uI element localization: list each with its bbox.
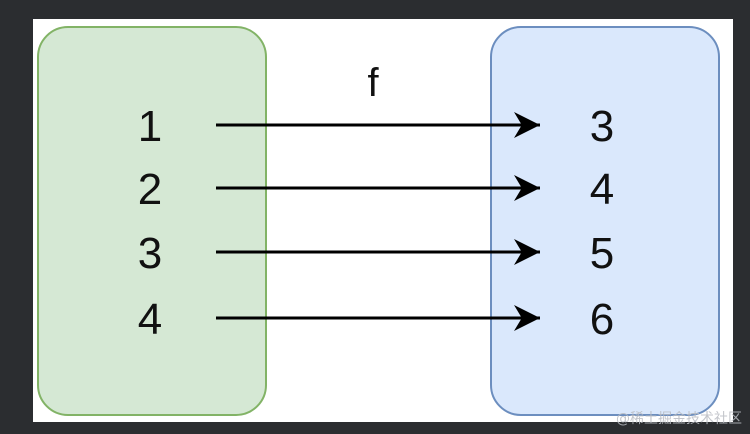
codomain-value: 3 xyxy=(590,102,614,151)
domain-box xyxy=(37,26,267,416)
function-label: f xyxy=(367,61,379,105)
domain-value: 1 xyxy=(138,102,162,151)
domain-value: 4 xyxy=(138,295,162,344)
codomain-value: 4 xyxy=(590,165,614,214)
codomain-box xyxy=(490,26,720,416)
watermark: @稀土掘金技术社区 xyxy=(616,411,742,427)
domain-value: 3 xyxy=(138,229,162,278)
domain-value: 2 xyxy=(138,165,162,214)
codomain-value: 5 xyxy=(590,229,614,278)
codomain-value: 6 xyxy=(590,295,614,344)
